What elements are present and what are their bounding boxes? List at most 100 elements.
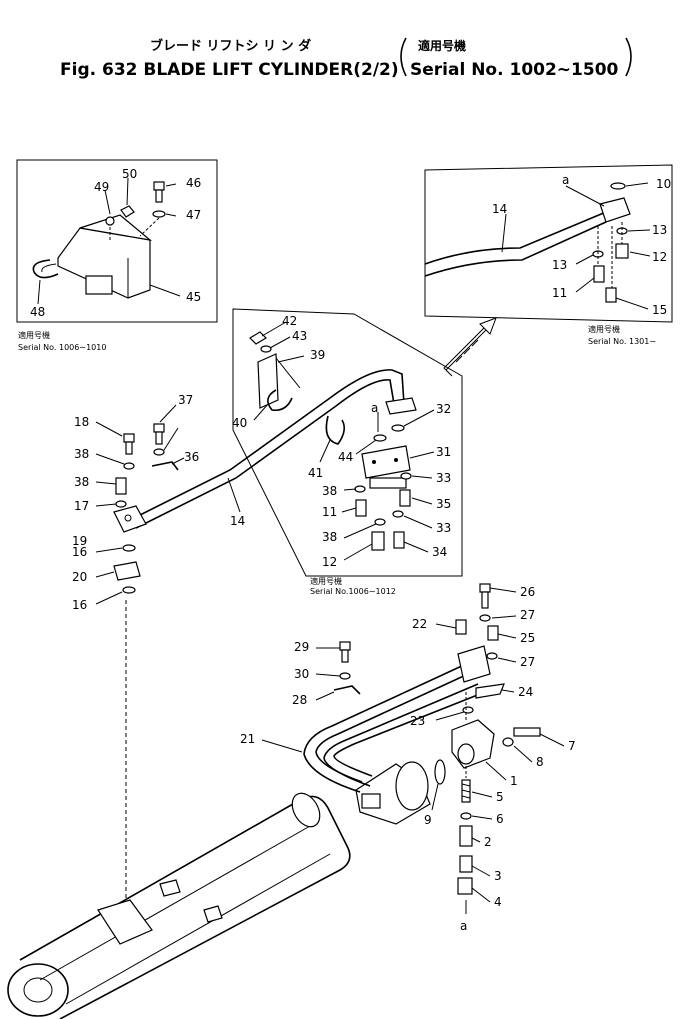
washer-38d bbox=[153, 448, 165, 456]
washer-38b bbox=[374, 518, 386, 526]
nut-42 bbox=[249, 331, 267, 345]
callout-41: 41 bbox=[308, 466, 323, 480]
oring-16a bbox=[122, 544, 136, 552]
callout-43: 43 bbox=[292, 329, 307, 343]
u-clamp-48 bbox=[32, 259, 59, 279]
callout-13: 13 bbox=[652, 223, 667, 237]
nut-12 bbox=[615, 243, 629, 259]
callout-14: 14 bbox=[492, 202, 507, 216]
washer-27b bbox=[486, 652, 498, 660]
callout-45: 45 bbox=[186, 290, 201, 304]
nut-50 bbox=[120, 205, 135, 218]
callout-12: 12 bbox=[322, 555, 337, 569]
callout-3: 3 bbox=[494, 869, 502, 883]
callout-6: 6 bbox=[496, 812, 504, 826]
bolt-34 bbox=[393, 531, 405, 549]
ref-marker-a-mid: a bbox=[371, 401, 378, 415]
callout-23: 23 bbox=[410, 714, 425, 728]
bolt-46-head bbox=[153, 181, 165, 191]
callout-10: 10 bbox=[656, 177, 671, 191]
oring-23 bbox=[462, 706, 474, 714]
callout-9: 9 bbox=[424, 813, 432, 827]
oring-16b bbox=[122, 586, 136, 594]
ref-marker-a-top: a bbox=[562, 173, 569, 187]
callout-19: 19 bbox=[72, 534, 87, 548]
washer-33b bbox=[392, 510, 404, 518]
callout-31: 31 bbox=[436, 445, 451, 459]
callout-7: 7 bbox=[568, 739, 576, 753]
washer-38a bbox=[354, 485, 366, 493]
bolt-11 bbox=[593, 265, 605, 283]
pipe-bracket bbox=[457, 645, 491, 683]
plug-4 bbox=[457, 877, 473, 895]
callout-38: 38 bbox=[74, 447, 89, 461]
callout-24: 24 bbox=[518, 685, 533, 699]
pipe-14 bbox=[129, 369, 405, 521]
callout-20: 20 bbox=[72, 570, 87, 584]
housing-1 bbox=[451, 719, 495, 769]
pipe-flange-top bbox=[385, 397, 417, 415]
inset3-serial-en: Serial No.1006∼1012 bbox=[310, 587, 396, 596]
inset-box-1 bbox=[16, 159, 218, 323]
block-31 bbox=[361, 445, 411, 479]
inset2-serial-en: Serial No. 1301∼ bbox=[588, 337, 656, 346]
flange-inset bbox=[599, 197, 631, 223]
flange-left bbox=[113, 505, 147, 533]
inset3-serial-jp: 適用号機 bbox=[310, 576, 342, 586]
inset2-serial-jp: 適用号機 bbox=[588, 324, 620, 334]
bolt-12b bbox=[371, 531, 385, 551]
pipe-14-inset bbox=[424, 211, 607, 265]
callout-2: 2 bbox=[484, 835, 492, 849]
callout-48: 48 bbox=[30, 305, 45, 319]
callout-30: 30 bbox=[294, 667, 309, 681]
callout-26: 26 bbox=[520, 585, 535, 599]
callout-34: 34 bbox=[432, 545, 447, 559]
washer-43 bbox=[260, 345, 272, 353]
view-arrow bbox=[443, 317, 497, 377]
callout-11: 11 bbox=[552, 286, 567, 300]
pipe-21b bbox=[323, 683, 479, 787]
bolt-37-head bbox=[153, 423, 165, 433]
cylinder-port bbox=[291, 792, 321, 828]
callout-14: 14 bbox=[230, 514, 245, 528]
callout-21: 21 bbox=[240, 732, 255, 746]
fitting-15 bbox=[605, 287, 617, 303]
bolt-26-head bbox=[479, 583, 491, 593]
bolt-17 bbox=[115, 477, 127, 495]
callout-42: 42 bbox=[282, 314, 297, 328]
callout-32: 32 bbox=[436, 402, 451, 416]
clamp-28 bbox=[333, 685, 361, 695]
bolt-11b bbox=[355, 499, 367, 517]
bolt-18-head bbox=[123, 433, 135, 443]
washer-49 bbox=[105, 216, 115, 226]
cylinder-block bbox=[97, 899, 153, 945]
washer-8 bbox=[502, 737, 514, 747]
callout-46: 46 bbox=[186, 176, 201, 190]
callout-18: 18 bbox=[74, 415, 89, 429]
bolt-25 bbox=[487, 625, 499, 641]
callout-38: 38 bbox=[322, 530, 337, 544]
callout-17: 17 bbox=[74, 499, 89, 513]
callout-44: 44 bbox=[338, 450, 353, 464]
callout-27: 27 bbox=[520, 608, 535, 622]
callout-39: 39 bbox=[310, 348, 325, 362]
oring-32 bbox=[391, 424, 405, 432]
callout-38: 38 bbox=[322, 484, 337, 498]
fitting-22 bbox=[455, 619, 467, 635]
pipe-21a bbox=[303, 663, 467, 793]
cylinder-body bbox=[19, 795, 351, 1019]
ref-marker-a-bottom: a bbox=[460, 919, 467, 933]
callout-35: 35 bbox=[436, 497, 451, 511]
spool-2 bbox=[459, 825, 473, 847]
paren-right bbox=[625, 37, 632, 77]
callout-1: 1 bbox=[510, 774, 518, 788]
callout-29: 29 bbox=[294, 640, 309, 654]
title-jp: ブレード リフトシ リ ン ダ bbox=[150, 38, 311, 54]
serial-en: Serial No. 1002∼1500 bbox=[410, 60, 619, 80]
callout-33: 33 bbox=[436, 521, 451, 535]
clamp-40 bbox=[267, 389, 293, 412]
callout-25: 25 bbox=[520, 631, 535, 645]
title-en: Fig. 632 BLADE LIFT CYLINDER(2/2) bbox=[60, 60, 399, 80]
